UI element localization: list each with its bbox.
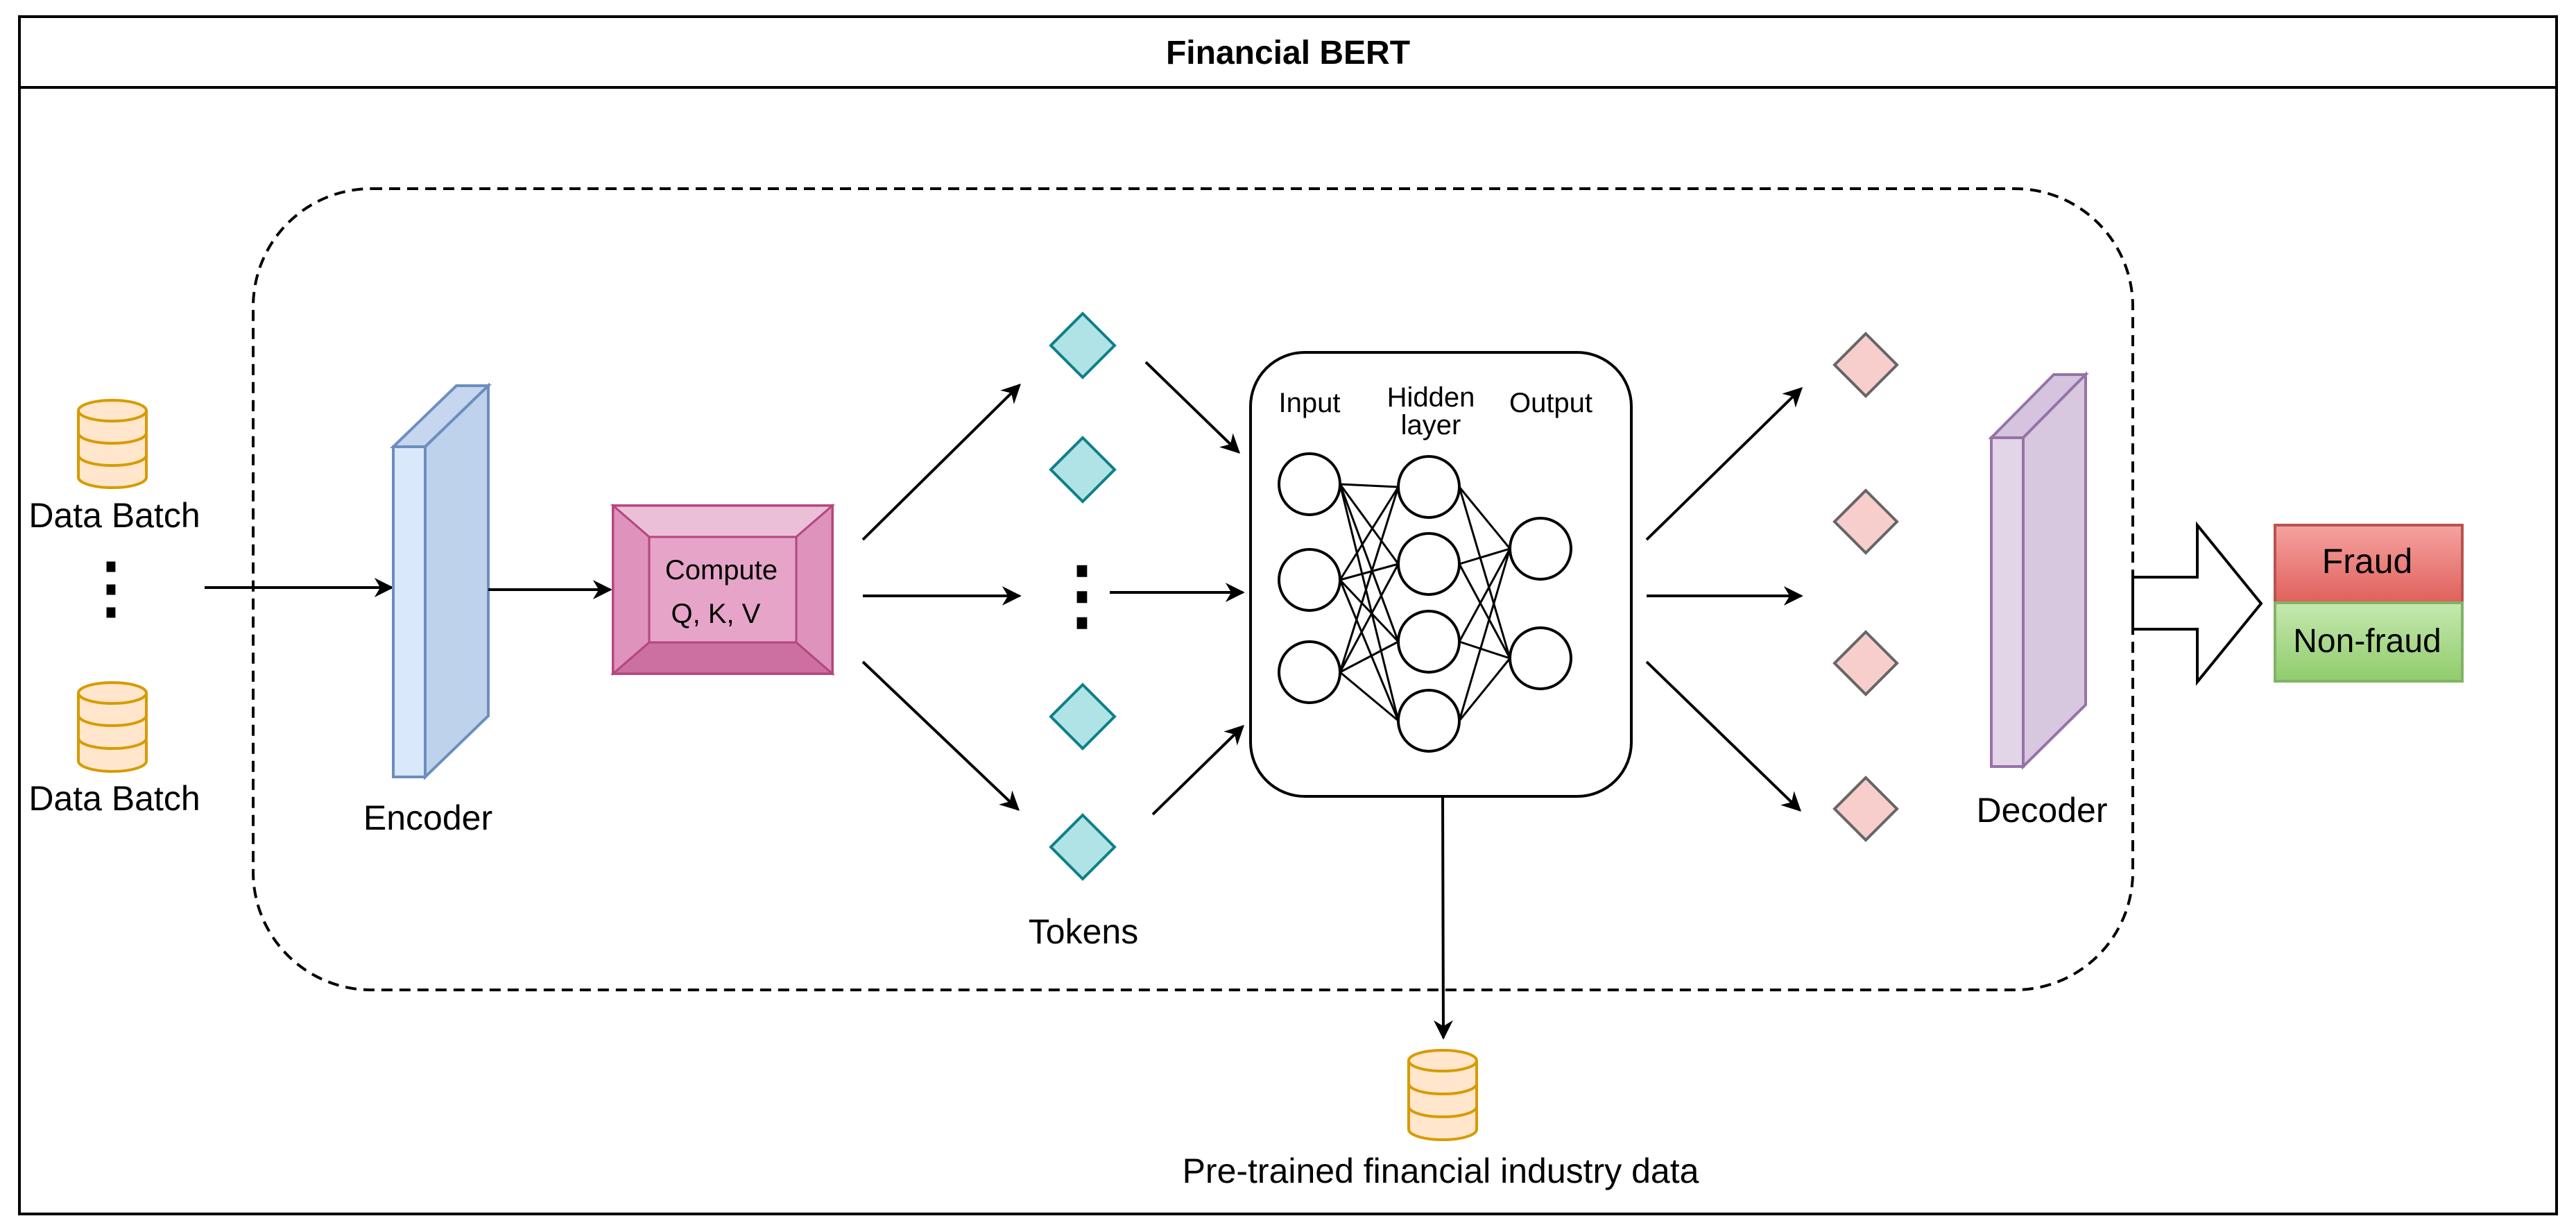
output-token-diamond-4: [1832, 776, 1899, 842]
nn-edge-0-2-0: [1339, 486, 1400, 673]
nn-edge-0-1-1: [1339, 563, 1399, 581]
encoder-label: Encoder: [363, 798, 492, 837]
pretrained-database-icon: [1407, 1049, 1478, 1141]
classification-arrow: [2131, 521, 2263, 686]
nn-edge-0-2-3: [1339, 671, 1399, 722]
nn-edge-0-0-1: [1339, 484, 1400, 565]
arrow-nn-to-out-bottom: [1645, 660, 1802, 812]
nn-edge-1-3-0: [1458, 548, 1511, 721]
nn-input-neuron-1: [1278, 452, 1341, 516]
output-token-diamond-3: [1832, 630, 1899, 696]
token-diamond-4: [1049, 813, 1117, 881]
nn-output-neuron-2: [1509, 626, 1572, 690]
nn-edge-1-0-1: [1458, 486, 1511, 659]
nonfraud-box: [2274, 601, 2464, 683]
nn-hidden-neuron-4: [1397, 689, 1461, 753]
compute-qkv-block: [610, 503, 836, 676]
arrow-compute-to-token-bottom: [861, 660, 1020, 811]
arrow-token-to-nn-bottom: [1151, 725, 1245, 816]
tokens-label: Tokens: [1029, 912, 1138, 951]
nn-hidden-neuron-1: [1397, 455, 1461, 519]
nn-edge-0-1-3: [1339, 579, 1400, 721]
nn-hidden-label-line2: layer: [1401, 410, 1461, 440]
tokens-ellipsis: ⋮: [1044, 552, 1120, 638]
arrow-compute-to-token-top: [861, 384, 1021, 541]
nn-edge-0-2-1: [1339, 563, 1400, 673]
nn-edge-0-2-2: [1339, 640, 1399, 674]
nn-edge-0-1-0: [1339, 486, 1400, 581]
diagram-title: Financial BERT: [1166, 35, 1410, 71]
inputs-ellipsis: ⋮: [78, 551, 144, 625]
nn-neurons: [1278, 452, 1572, 753]
nn-input-neuron-3: [1278, 640, 1341, 704]
nn-edge-1-1-1: [1458, 563, 1511, 659]
arrow-nn-to-out-top: [1645, 387, 1803, 541]
token-diamond-1: [1049, 311, 1117, 379]
nn-edge-1-1-0: [1459, 547, 1511, 565]
nn-connections: [1339, 483, 1511, 722]
decoder-block: [1988, 371, 2089, 770]
decoder-label: Decoder: [1977, 791, 2108, 830]
nn-edge-1-2-1: [1459, 640, 1511, 660]
output-token-diamond-1: [1832, 332, 1899, 398]
fraud-box: [2274, 524, 2464, 604]
arrow-token-to-nn-top: [1144, 361, 1241, 454]
compute-label-line2: Q, K, V: [671, 599, 761, 629]
nn-edge-1-3-1: [1458, 658, 1511, 721]
token-diamond-2: [1049, 436, 1117, 504]
data-batch-label-bottom: Data Batch: [28, 779, 200, 818]
nn-edge-0-0-3: [1339, 484, 1400, 721]
nn-edge-1-0-0: [1458, 486, 1511, 549]
nn-hidden-label-line1: Hidden: [1387, 382, 1475, 413]
compute-label-line1: Compute: [665, 555, 778, 585]
database-icon-bottom: [77, 681, 148, 773]
data-batch-label-top: Data Batch: [28, 496, 200, 535]
nn-edge-0-0-0: [1339, 483, 1399, 488]
token-diamond-3: [1049, 683, 1117, 751]
fraud-label: Fraud: [2322, 542, 2413, 581]
nn-edge-1-2-0: [1458, 548, 1511, 642]
output-token-diamond-2: [1832, 488, 1899, 555]
pretrained-data-label: Pre-trained financial industry data: [1183, 1152, 1699, 1190]
nn-edge-0-0-2: [1339, 484, 1400, 642]
nn-input-neuron-2: [1278, 548, 1341, 612]
encoder-block: [390, 382, 492, 780]
nn-output-neuron-1: [1509, 517, 1572, 581]
nn-hidden-neuron-2: [1397, 532, 1461, 596]
nn-output-label: Output: [1509, 388, 1592, 418]
nonfraud-label: Non-fraud: [2293, 623, 2441, 660]
nn-edge-0-1-2: [1339, 579, 1400, 643]
nn-input-label: Input: [1279, 388, 1341, 418]
nn-hidden-neuron-3: [1397, 610, 1461, 674]
database-icon-top: [77, 399, 148, 489]
